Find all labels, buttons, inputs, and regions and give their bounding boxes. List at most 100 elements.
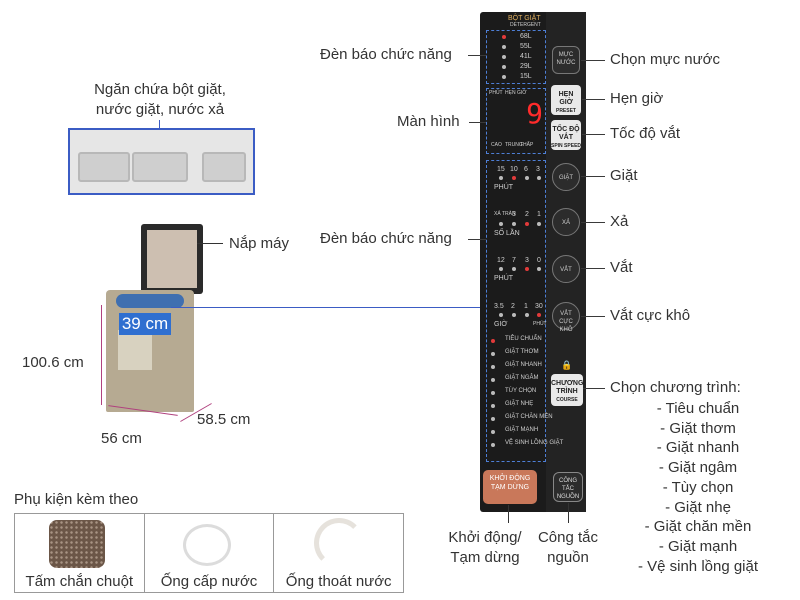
program-item: - Vệ sinh lồng giặt <box>637 557 759 575</box>
washer-drum-opening <box>116 294 184 308</box>
callout-spin: Vắt <box>610 259 633 276</box>
water-level-68: 68L <box>520 33 532 40</box>
spin-dot <box>499 267 503 271</box>
callout-timer: Hẹn giờ <box>610 90 664 107</box>
spin-dot <box>525 267 529 271</box>
callout-line <box>581 316 605 317</box>
callout-line <box>469 122 486 123</box>
rinse-button[interactable]: XẢ <box>552 208 580 236</box>
dry-unit-minutes: PHÚT <box>533 321 547 327</box>
rinse-dot <box>537 222 541 226</box>
dry-value-1: 1 <box>524 303 528 310</box>
spin-unit: PHÚT <box>494 275 514 282</box>
spin-dot <box>512 267 516 271</box>
program-soak: GIẶT NGÂM <box>505 375 539 381</box>
washer-lid-glass <box>147 230 197 288</box>
function-indicator-box <box>486 160 546 462</box>
display-box <box>486 88 546 154</box>
rinse-unit: SỐ LẦN <box>494 230 520 237</box>
program-dot <box>491 417 495 421</box>
program-dot <box>491 430 495 434</box>
program-item: - Giặt nhẹ <box>665 498 731 516</box>
callout-line <box>582 99 605 100</box>
dry-value-30: 30 <box>535 303 543 310</box>
callout-power-line1: Công tắc <box>537 529 599 546</box>
program-standard: TIÊU CHUẨN <box>505 336 542 342</box>
mouse-guard-image <box>49 520 105 568</box>
spin-speed-button[interactable]: TỐC ĐỘ VẮT SPIN SPEED <box>551 120 581 150</box>
timer-button-sub: PRESET <box>555 108 576 114</box>
speed-label-mid: TRUNG <box>505 142 523 148</box>
lid-pointer-line <box>197 243 223 244</box>
dispenser-label-line2: nước giặt, nước xả <box>95 101 225 118</box>
rinse-count-2: 2 <box>525 211 529 218</box>
program-dot <box>491 404 495 408</box>
program-quick: GIẶT NHANH <box>505 362 542 368</box>
program-item: - Giặt ngâm <box>658 459 738 477</box>
wash-dot <box>525 176 529 180</box>
dry-value-2: 2 <box>511 303 515 310</box>
lid-label: Nắp máy <box>229 235 290 252</box>
callout-start-line1: Khởi động/ <box>448 529 522 546</box>
dispenser-label: Ngăn chứa bột giặt, nước giặt, nước xả <box>70 80 250 120</box>
dispenser-compartment-middle <box>132 152 188 182</box>
course-button-label: CHƯƠNG TRÌNH <box>551 380 584 395</box>
dispenser-image <box>68 128 255 195</box>
accessory-mouse-guard: Tấm chắn chuột <box>15 514 145 592</box>
program-dot <box>491 391 495 395</box>
callout-rinse: Xả <box>610 213 629 230</box>
callout-wash: Giặt <box>610 167 638 184</box>
callout-line <box>581 176 605 177</box>
dry-unit-hours: GIỜ <box>494 321 508 328</box>
water-level-dot <box>502 55 506 59</box>
spin-speed-button-label: TỐC ĐỘ VẮT <box>552 126 580 141</box>
height-arrow <box>101 305 102 405</box>
timer-button-label: HẸN GIỜ <box>558 91 574 106</box>
course-button[interactable]: CHƯƠNG TRÌNH COURSE <box>551 374 583 406</box>
extra-dry-button[interactable]: VẮT CỰC KHÔ <box>552 302 580 333</box>
wash-button[interactable]: GIẶT <box>552 163 580 191</box>
accessories-title: Phụ kiện kèm theo <box>14 491 139 508</box>
side-dimension: 58.5 cm <box>197 411 251 428</box>
dry-dot <box>512 313 516 317</box>
program-dot <box>491 378 495 382</box>
water-level-55: 55L <box>520 43 532 50</box>
accessory-label: Ống thoát nước <box>285 573 392 590</box>
program-fragrant: GIẶT THƠM <box>505 349 539 355</box>
accessory-drain-hose: Ống thoát nước <box>274 514 403 592</box>
program-heavy: GIẶT MẠNH <box>505 427 539 433</box>
power-button[interactable]: CÔNG TẮC NGUỒN <box>553 472 583 502</box>
water-level-15: 15L <box>520 73 532 80</box>
spin-speed-button-sub: SPIN SPEED <box>551 143 582 149</box>
timer-button[interactable]: HẸN GIỜ PRESET <box>551 85 581 115</box>
detergent-sub: DETERGENT <box>510 22 541 28</box>
drain-hose-image <box>314 518 365 568</box>
callout-line <box>468 55 486 56</box>
dry-dot <box>537 313 541 317</box>
rinse-dot <box>525 222 529 226</box>
spin-minute-0: 0 <box>537 257 541 264</box>
rinse-count-1: 1 <box>537 211 541 218</box>
height-dimension: 100.6 cm <box>22 354 84 371</box>
program-item: - Tiêu chuẩn <box>656 400 740 417</box>
callout-line <box>581 268 605 269</box>
dry-dot <box>499 313 503 317</box>
callout-program-title: Chọn chương trình: <box>610 379 741 396</box>
water-level-button[interactable]: MỰC NƯỚC <box>552 46 580 74</box>
detergent-header: BỘT GIẶT <box>508 15 541 22</box>
wash-dot <box>537 176 541 180</box>
depth-dimension: 39 cm <box>119 313 171 335</box>
inlet-hose-image <box>182 524 231 566</box>
callout-line <box>583 388 605 389</box>
rinse-dot <box>499 222 503 226</box>
callout-screen: Màn hình <box>397 113 460 130</box>
callout-power: Công tắc nguồn <box>528 528 608 568</box>
washer-front-sticker <box>118 330 152 370</box>
start-pause-button[interactable]: KHỞI ĐỘNG TẠM DỪNG <box>483 470 537 504</box>
water-level-41: 41L <box>520 53 532 60</box>
program-blanket: GIẶT CHĂN MỀN <box>505 414 553 420</box>
program-tub-clean: VỆ SINH LỒNG GIẶT <box>505 440 564 446</box>
width-dimension: 56 cm <box>101 430 142 447</box>
start-pointer-line <box>508 505 509 523</box>
spin-button[interactable]: VẮT <box>552 255 580 283</box>
